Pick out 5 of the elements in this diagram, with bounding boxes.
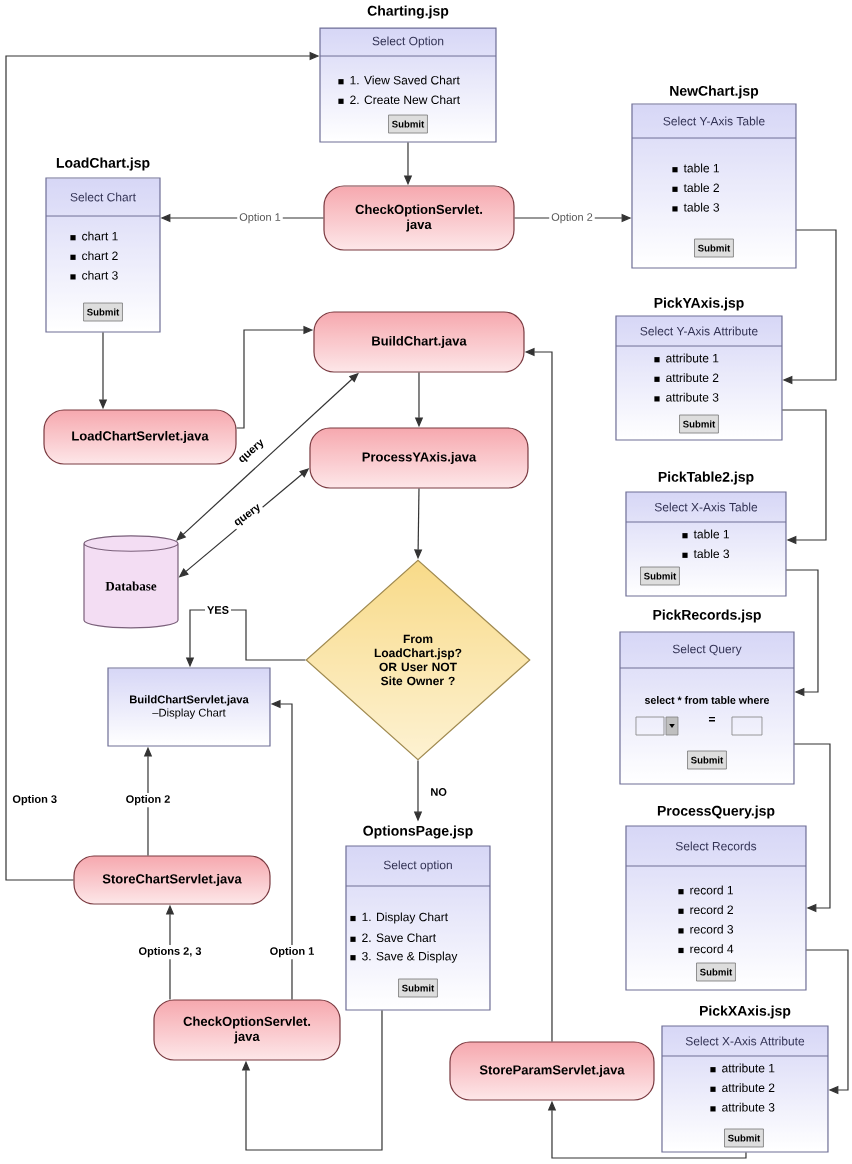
arrow [781, 409, 827, 545]
arrow [793, 743, 831, 913]
arrow [785, 569, 819, 697]
arrow [241, 1009, 383, 1151]
arrow [805, 949, 849, 1095]
